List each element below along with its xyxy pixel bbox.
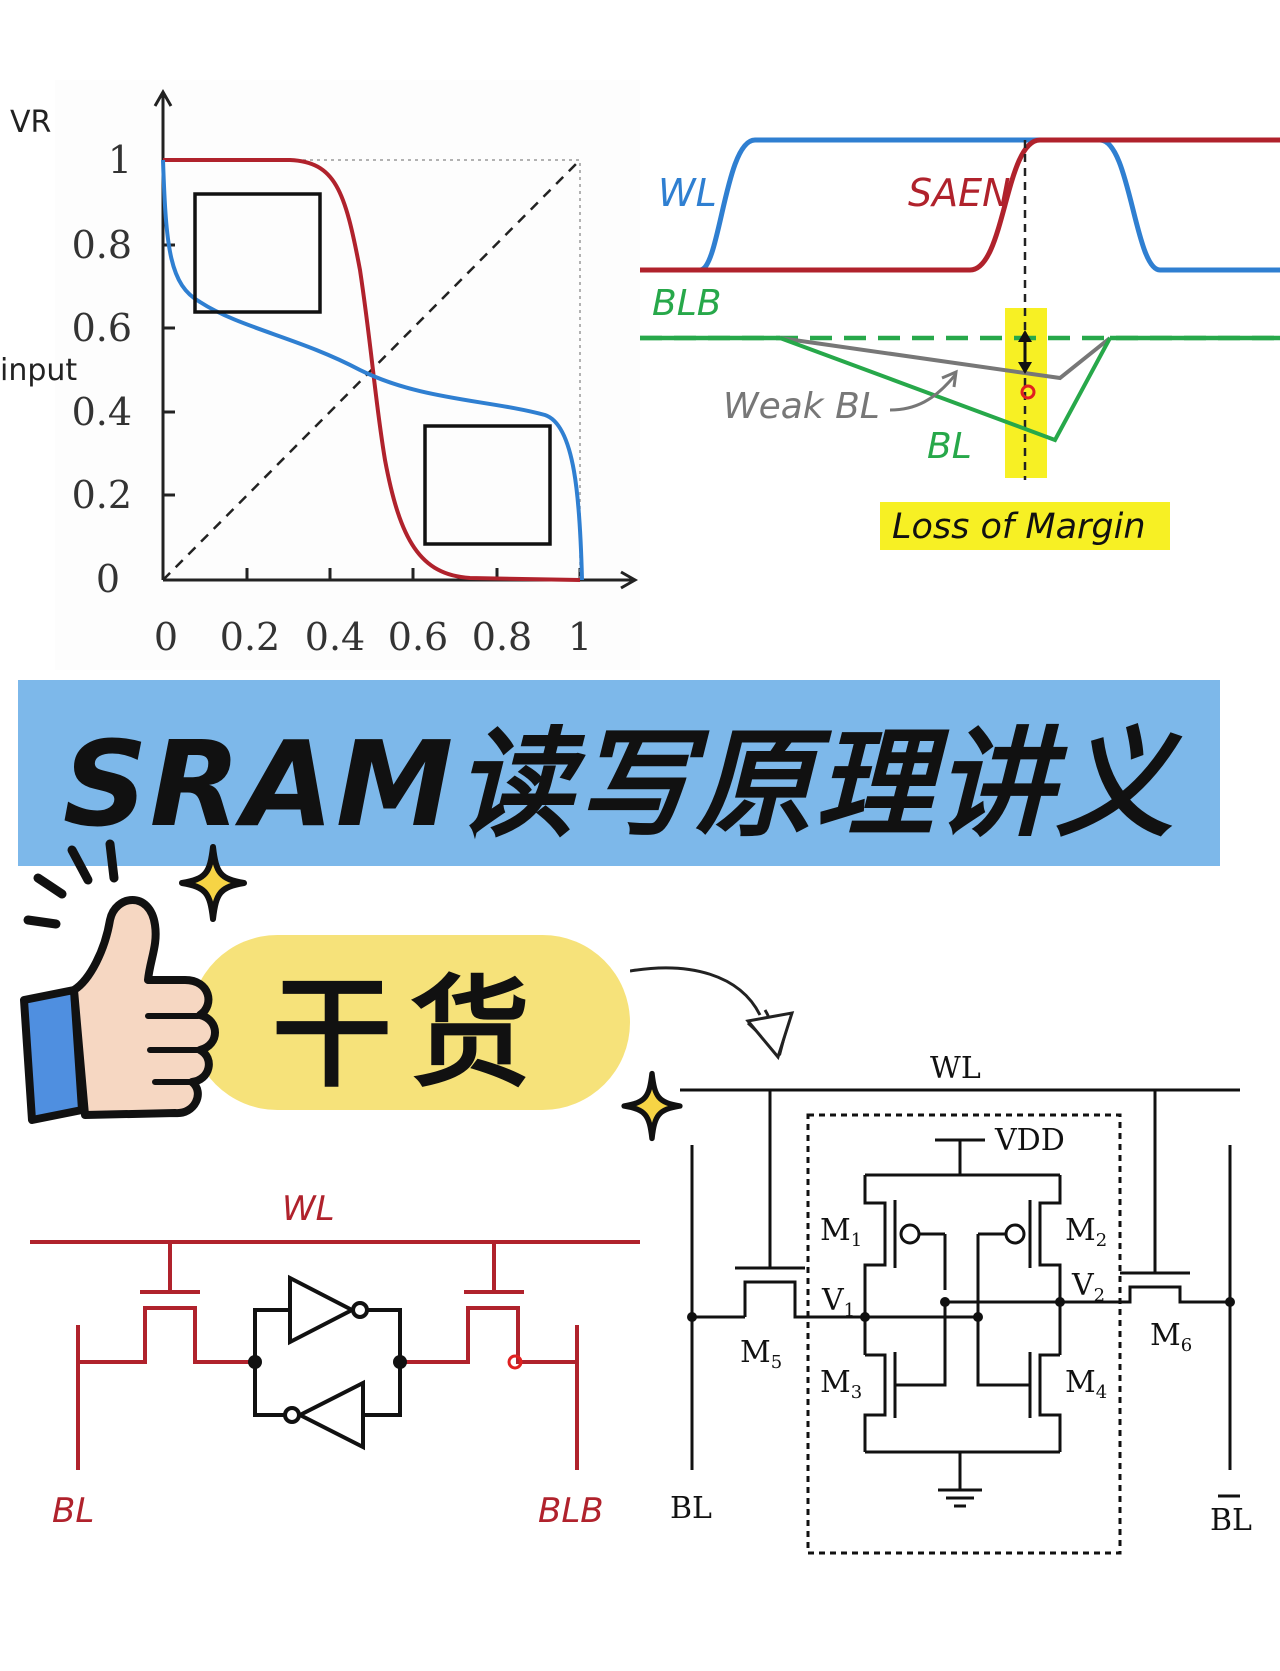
wl-label: WL bbox=[282, 1189, 335, 1229]
svg-text:M1: M1 bbox=[820, 1213, 862, 1251]
v2-label: V bbox=[1071, 1268, 1095, 1303]
v1-label: V bbox=[821, 1283, 845, 1318]
m5-label: M bbox=[740, 1335, 771, 1370]
wl-label: WL bbox=[930, 1051, 981, 1086]
blb-label: BLB bbox=[538, 1491, 604, 1531]
y-tick-label: 0.8 bbox=[72, 223, 132, 267]
noise-margin-square-1 bbox=[193, 192, 322, 314]
m2-label: M bbox=[1065, 1213, 1096, 1248]
thumbs-up-icon bbox=[20, 839, 219, 1124]
m1-label: M bbox=[820, 1213, 851, 1248]
sparkle-icon bbox=[179, 844, 247, 922]
noise-margin-square-2 bbox=[423, 424, 552, 546]
x-tick-label: 0.8 bbox=[472, 615, 532, 659]
svg-text:V1: V1 bbox=[821, 1283, 855, 1321]
weak-bl-label: Weak BL bbox=[723, 386, 880, 427]
y-tick-label: 0.4 bbox=[72, 390, 132, 434]
loss-of-margin-box bbox=[880, 502, 1170, 550]
vtc-curve-red bbox=[163, 158, 581, 582]
svg-text:M2: M2 bbox=[1065, 1213, 1107, 1251]
read-timing-diagram: WL SAEN BLB Weak BL BL Loss of Margin bbox=[640, 137, 1280, 550]
curved-arrow-icon bbox=[630, 966, 795, 1061]
wl-label: WL bbox=[658, 171, 717, 215]
m3-label: M bbox=[820, 1365, 851, 1400]
y-tick-label: 0 bbox=[96, 557, 120, 601]
saen-label: SAEN bbox=[908, 171, 1011, 215]
core-cell-box bbox=[806, 1113, 1122, 1555]
page-title: SRAM读写原理讲义 bbox=[62, 714, 1176, 853]
weak-bl-waveform bbox=[779, 336, 1112, 381]
vtc-curve-blue bbox=[161, 159, 584, 581]
svg-text:M3: M3 bbox=[820, 1365, 862, 1403]
x-tick-label: 0.6 bbox=[388, 615, 448, 659]
bl-label: BL bbox=[52, 1491, 94, 1531]
sram-6t-schematic: WL VDD M1 M2 M3 M4 M5 M6 V1 V2 BL BL bbox=[670, 1051, 1252, 1555]
bl-label: BL bbox=[670, 1491, 712, 1526]
cursor-dot bbox=[1020, 384, 1036, 400]
blb-label: BLB bbox=[652, 283, 721, 324]
badge-pill: 干货 bbox=[190, 935, 630, 1110]
bl-label: BL bbox=[927, 426, 972, 467]
sparkle-icon bbox=[621, 1070, 683, 1142]
vdd-label: VDD bbox=[994, 1123, 1065, 1158]
sram-cell-simplified: WL BL BLB bbox=[30, 1189, 640, 1531]
saen-waveform bbox=[640, 137, 1280, 273]
title-banner: SRAM读写原理讲义 bbox=[18, 680, 1220, 866]
x-tick-label: 0.4 bbox=[305, 615, 365, 659]
y-tick-label: 0.2 bbox=[72, 473, 132, 517]
blb-label: BL bbox=[1210, 1503, 1252, 1538]
svg-text:M4: M4 bbox=[1065, 1365, 1107, 1403]
wl-waveform bbox=[640, 137, 1280, 273]
m6-label: M bbox=[1150, 1318, 1181, 1353]
y-axis-label: VR bbox=[10, 105, 51, 140]
svg-text:M5: M5 bbox=[740, 1335, 782, 1373]
x-tick-label: 1 bbox=[568, 615, 592, 659]
bl-waveform bbox=[779, 336, 1112, 443]
m4-label: M bbox=[1065, 1365, 1096, 1400]
x-axis-label: input bbox=[0, 353, 77, 388]
svg-text:V2: V2 bbox=[1071, 1268, 1105, 1306]
svg-text:M6: M6 bbox=[1150, 1318, 1192, 1356]
loss-of-margin-label: Loss of Margin bbox=[892, 507, 1146, 547]
vtc-butterfly-plot: VR input 1 0.8 0.6 0.4 0.2 0 0 0.2 0.4 0… bbox=[0, 80, 640, 670]
x-tick-label: 0.2 bbox=[220, 615, 280, 659]
y-tick-label: 1 bbox=[108, 138, 132, 182]
badge-label: 干货 bbox=[272, 964, 548, 1104]
x-tick-label: 0 bbox=[154, 615, 178, 659]
y-tick-label: 0.6 bbox=[72, 306, 132, 350]
